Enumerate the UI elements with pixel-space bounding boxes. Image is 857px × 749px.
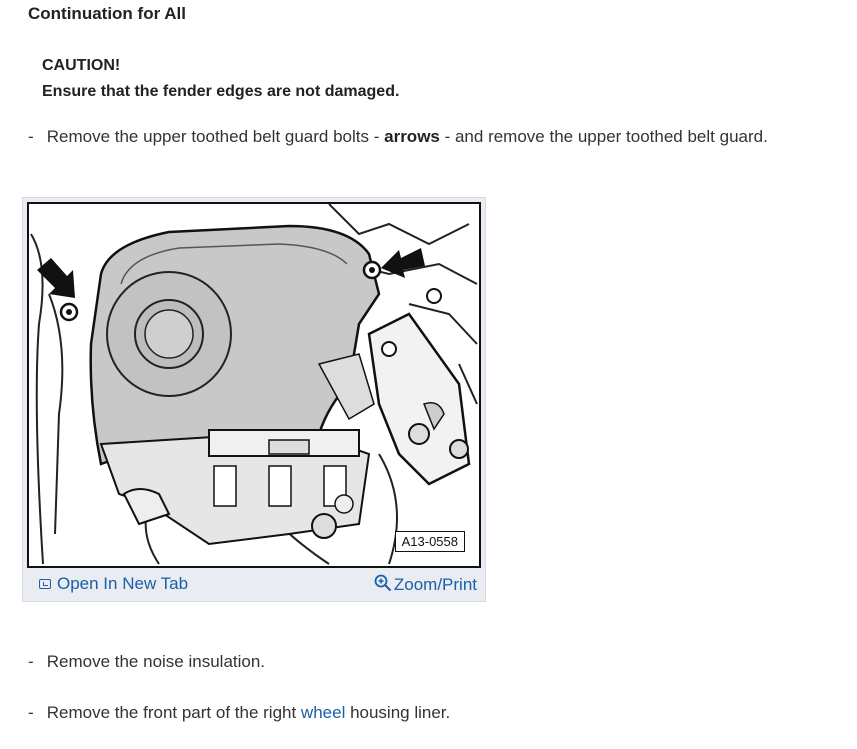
step-dash: - bbox=[28, 652, 34, 671]
section-heading: Continuation for All bbox=[28, 4, 187, 23]
wheel-link[interactable]: wheel bbox=[300, 703, 346, 722]
step-text: housing liner. bbox=[345, 703, 451, 722]
arrow-marker bbox=[37, 258, 75, 298]
open-in-new-tab-link[interactable]: Open In New Tab bbox=[39, 574, 188, 594]
caution-block: CAUTION! Ensure that the fender edges ar… bbox=[42, 53, 399, 105]
step-remove-belt-guard: - Remove the upper toothed belt guard bo… bbox=[28, 127, 768, 147]
step-dash: - bbox=[28, 127, 34, 146]
step-text: Remove the noise insulation. bbox=[46, 652, 266, 671]
engine-diagram bbox=[29, 204, 479, 566]
figure-card: A13-0558 Open In New Tab Zoom/Print bbox=[22, 197, 486, 602]
caution-text: Ensure that the fender edges are not dam… bbox=[42, 83, 400, 100]
figure-toolbar: Open In New Tab Zoom/Print bbox=[23, 570, 485, 600]
zoom-print-link[interactable]: Zoom/Print bbox=[374, 574, 477, 595]
zoom-in-icon bbox=[374, 574, 392, 592]
step-text: Remove the upper toothed belt guard bolt… bbox=[46, 127, 385, 146]
open-in-new-tab-label: Open In New Tab bbox=[57, 574, 189, 593]
zoom-print-label: Zoom/Print bbox=[393, 575, 477, 594]
figure-code: A13-0558 bbox=[394, 531, 465, 552]
open-in-new-tab-icon bbox=[39, 579, 51, 589]
step-remove-housing-liner: - Remove the front part of the right whe… bbox=[28, 703, 450, 723]
caution-title: CAUTION! bbox=[42, 57, 121, 74]
step-remove-noise-insulation: - Remove the noise insulation. bbox=[28, 652, 265, 672]
step-text: Remove the front part of the right bbox=[46, 703, 301, 722]
belt-guard-illustration[interactable]: A13-0558 bbox=[27, 202, 481, 568]
step-bold-ref: arrows bbox=[384, 127, 440, 146]
step-text: - and remove the upper toothed belt guar… bbox=[439, 127, 768, 146]
step-dash: - bbox=[28, 703, 34, 722]
arrow-marker bbox=[381, 248, 425, 278]
